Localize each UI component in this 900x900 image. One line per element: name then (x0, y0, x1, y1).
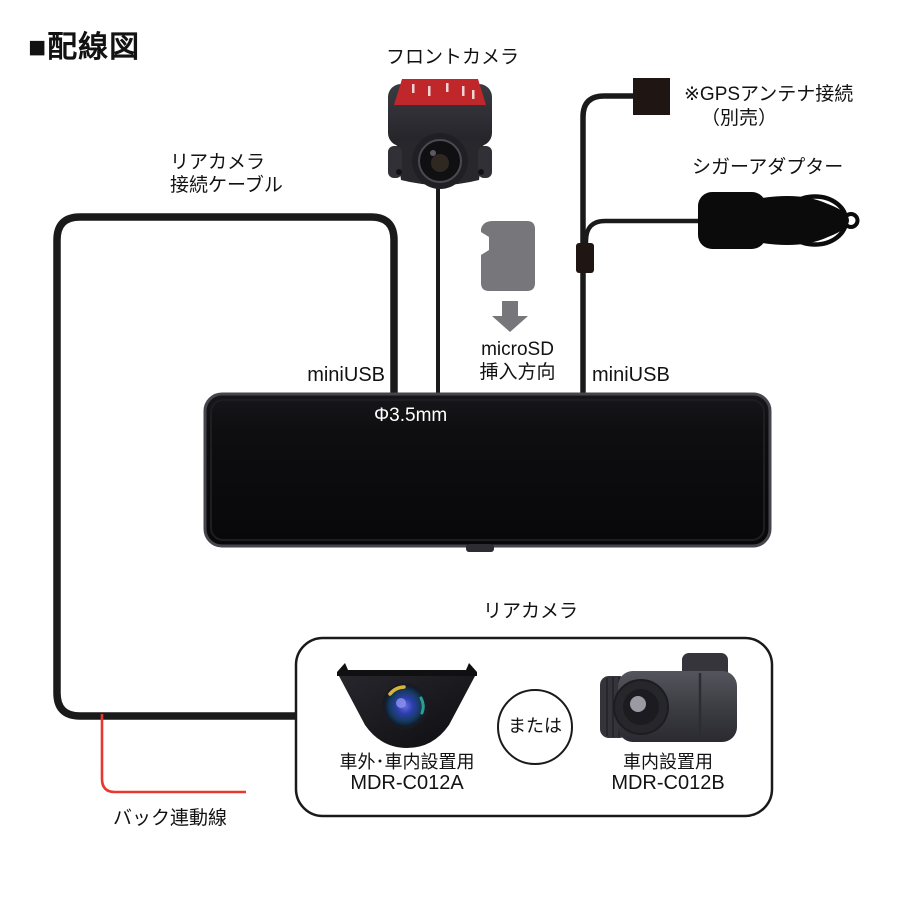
gps-antenna-cable (580, 93, 634, 397)
rear-camera-cable (53, 213, 398, 720)
front-camera-icon (388, 79, 492, 189)
camera-b-caption: 車内設置用 MDR-C012B (578, 752, 758, 794)
microsd-label-line2: 挿入方向 (479, 361, 556, 383)
rear-camera-a-icon (337, 663, 477, 748)
mirror-bottom-tab (466, 544, 494, 552)
gps-antenna-label: ※GPSアンテナ接続 (684, 84, 854, 105)
cigar-adapter-cable (583, 218, 700, 248)
microsd-label: microSD 挿入方向 (455, 339, 580, 385)
miniusb-right-label: miniUSB (592, 364, 670, 386)
cigar-adapter-icon (698, 192, 860, 249)
rear-camera-b-icon (600, 653, 737, 742)
miniusb-left-label: miniUSB (307, 364, 385, 386)
rear-camera-cable-label-line1: リアカメラ (170, 152, 266, 173)
rear-camera-cable-label-line2: 接続ケーブル (170, 174, 283, 196)
front-camera-label: フロントカメラ (386, 47, 520, 68)
gps-antenna-icon (633, 78, 670, 115)
or-circle (497, 689, 573, 765)
or-label: または (508, 716, 562, 736)
microsd-label-line1: microSD (481, 339, 554, 360)
back-signal-wire (100, 714, 246, 794)
camera-a-use-label: 車外･車内設置用 (339, 752, 475, 772)
rear-camera-label: リアカメラ (483, 601, 579, 622)
gps-antenna-sublabel: （別売） (701, 108, 778, 129)
back-signal-wire-label: バック連動線 (113, 808, 228, 829)
cigar-adapter-label: シガーアダプター (692, 157, 844, 178)
camera-b-use-label: 車内設置用 (623, 752, 713, 772)
inline-connector-icon (576, 243, 594, 273)
jack-diameter-label: Φ3.5mm (374, 405, 448, 426)
mirror-monitor (203, 392, 772, 552)
microsd-card-icon (481, 221, 535, 291)
camera-a-caption: 車外･車内設置用 MDR-C012A (317, 752, 497, 794)
rear-camera-cable-label: リアカメラ 接続ケーブル (170, 152, 283, 198)
page-title: ■配線図 (28, 31, 141, 64)
camera-b-model-label: MDR-C012B (611, 772, 725, 794)
insert-direction-arrow-icon (492, 301, 528, 332)
camera-a-model-label: MDR-C012A (350, 772, 464, 794)
